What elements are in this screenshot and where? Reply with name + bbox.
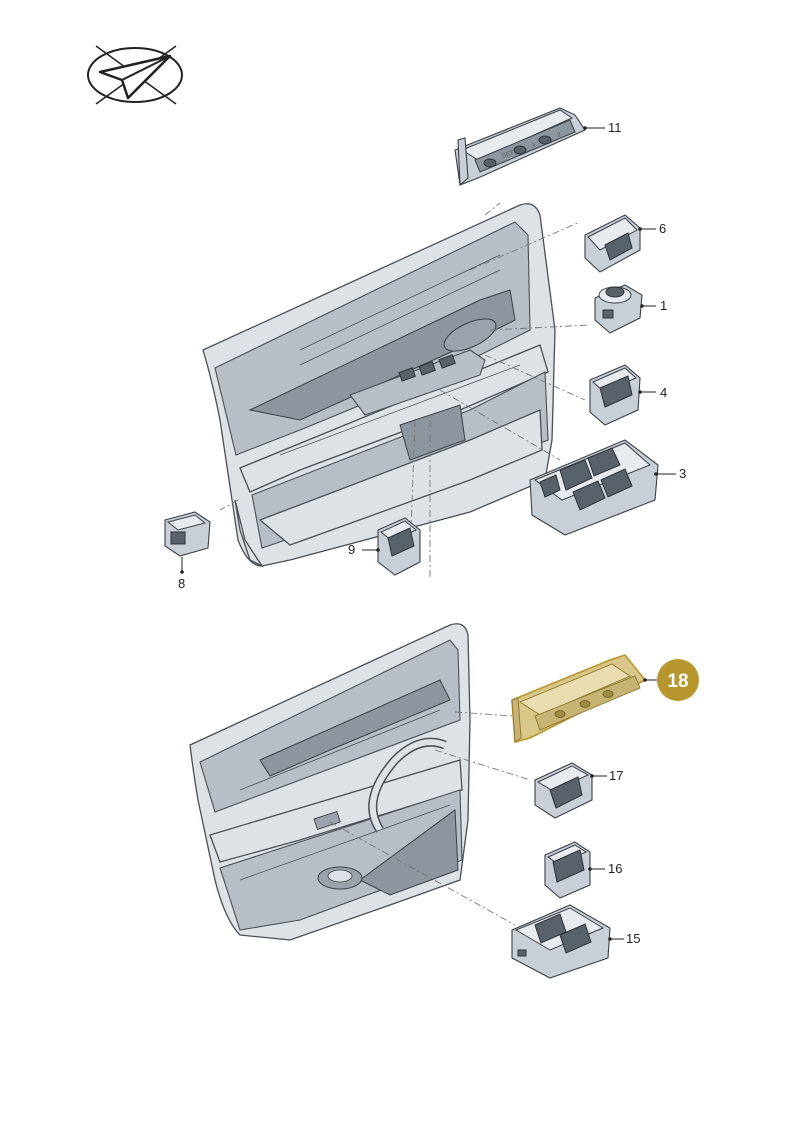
part-8-switch bbox=[164, 511, 211, 557]
part-4-window-switch bbox=[589, 364, 641, 426]
leader-3-dot bbox=[654, 472, 658, 476]
part-17-switch bbox=[534, 762, 593, 819]
callout-3: 3 bbox=[679, 466, 686, 481]
callout-17: 17 bbox=[609, 768, 623, 783]
part-18-memory-switch-strip bbox=[511, 654, 647, 744]
callout-16: 16 bbox=[608, 861, 622, 876]
callout-8: 8 bbox=[178, 576, 185, 591]
upper-dash-leaders bbox=[219, 202, 591, 580]
callout-6: 6 bbox=[659, 221, 666, 236]
leader-11-dot bbox=[583, 126, 587, 130]
set-label: SET bbox=[502, 150, 515, 160]
leader-15-dot bbox=[608, 937, 612, 941]
leader-6-dot bbox=[638, 227, 642, 231]
leader-1-dot bbox=[640, 304, 644, 308]
part-3-master-switch bbox=[529, 439, 659, 536]
part-6-switch bbox=[584, 214, 641, 273]
callout-9: 9 bbox=[348, 542, 355, 557]
leader-9-dot bbox=[376, 548, 380, 552]
memory-1-label: 1 bbox=[532, 142, 538, 149]
callout-15: 15 bbox=[626, 931, 640, 946]
leader-4-dot bbox=[638, 390, 642, 394]
callout-11: 11 bbox=[608, 120, 622, 135]
leader-16-dot bbox=[588, 867, 592, 871]
highlight-badge-label: 18 bbox=[667, 671, 688, 692]
part-16-switch bbox=[544, 841, 591, 899]
rear-door-panel bbox=[189, 623, 471, 941]
callout-1: 1 bbox=[660, 298, 667, 313]
part-9-switch bbox=[377, 517, 421, 576]
leader-18-dot bbox=[643, 678, 647, 682]
brand-logo-icon bbox=[87, 45, 183, 105]
callout-4: 4 bbox=[660, 385, 667, 400]
highlight-badge bbox=[657, 659, 699, 701]
front-door-panel bbox=[202, 203, 556, 568]
part-15-switch-block bbox=[511, 904, 611, 979]
memory-2-label: 2 bbox=[557, 132, 563, 139]
part-11-memory-switch-strip: SET 1 2 bbox=[454, 107, 586, 187]
lower-dash-leaders bbox=[329, 711, 531, 926]
leader-8-dot bbox=[180, 570, 184, 574]
leader-17-dot bbox=[590, 774, 594, 778]
part-1-mirror-switch bbox=[594, 284, 643, 334]
